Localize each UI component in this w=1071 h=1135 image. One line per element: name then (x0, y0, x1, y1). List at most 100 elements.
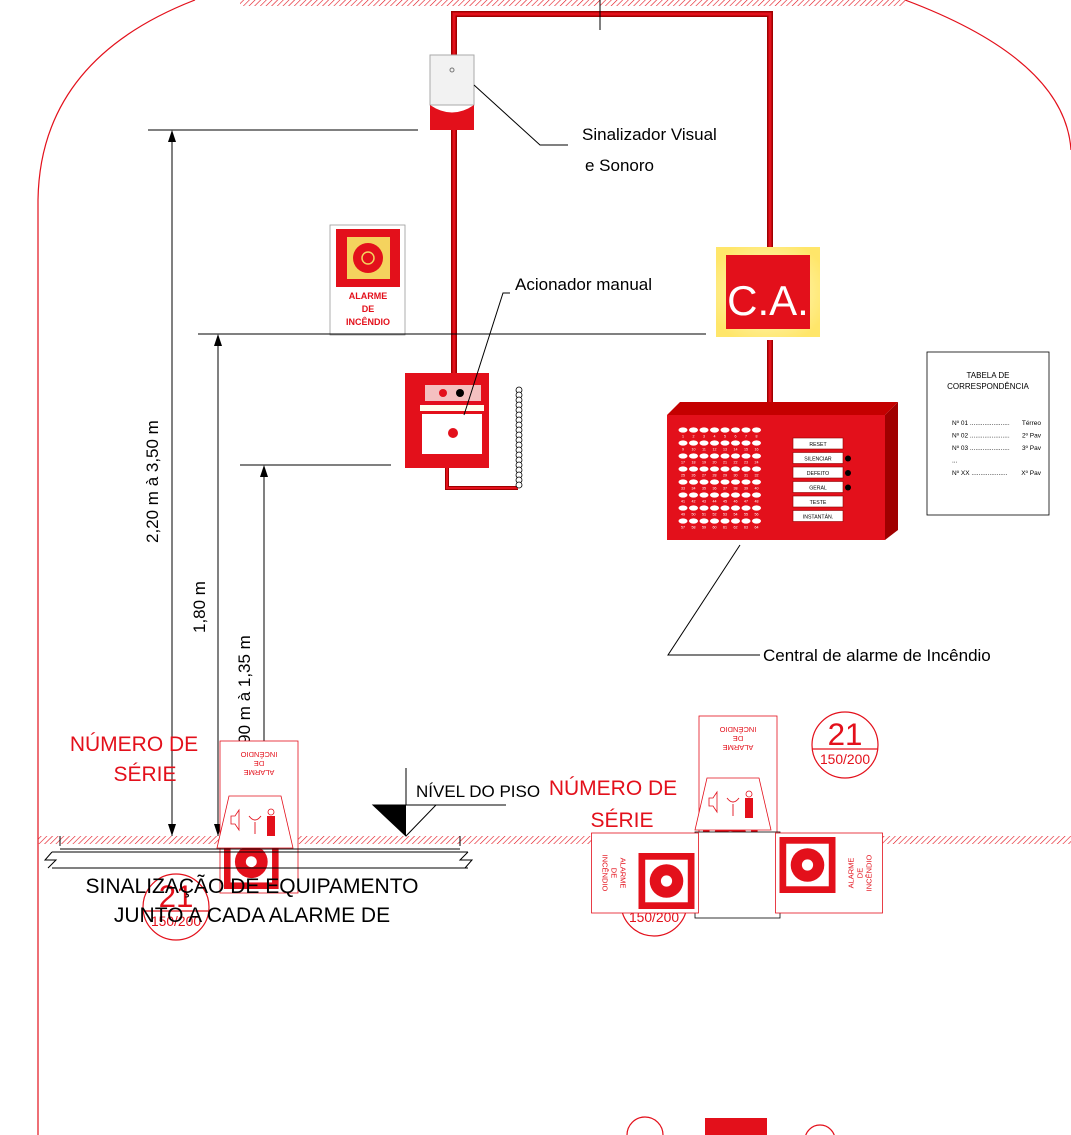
panel-led-number: 51 (702, 513, 706, 517)
panel-led (689, 427, 698, 433)
panel-led-number: 38 (734, 487, 738, 491)
dim-short-label: 0,90 m à 1,35 m (235, 635, 254, 758)
correspondence-table: TABELA DE CORRESPONDÊNCIA Nº 01 ........… (926, 351, 1050, 516)
manual-trigger (405, 373, 518, 490)
panel-button-label: GERAL (809, 486, 827, 492)
panel-button (792, 510, 844, 522)
panel-led-number: 34 (692, 487, 696, 491)
panel-led (710, 492, 719, 498)
alarm-plate-text: ALARME (244, 768, 275, 777)
speaker-icon (230, 808, 240, 832)
alarm-plate-text: DE (254, 759, 264, 768)
dim-tall-label: 2,20 m à 3,50 m (143, 420, 162, 543)
panel-led (720, 453, 730, 459)
panel-led-number: 48 (755, 500, 759, 504)
panel-led (699, 518, 709, 524)
alarm-plate-text: DE (856, 868, 865, 878)
trigger-coil-cord (515, 386, 523, 489)
central-label: Central de alarme de Incêndio (763, 646, 991, 665)
table-title-line1: TABELA DE (967, 371, 1010, 380)
panel-led-number: 28 (713, 474, 717, 478)
trigger-label: Acionador manual (515, 275, 652, 294)
signage-right: ALARMEDEINCÊNDIO21150/20021150/200ALARME… (549, 711, 883, 1135)
panel-button-label: RESET (809, 442, 827, 448)
panel-led-number: 30 (734, 474, 738, 478)
panel-led (699, 479, 709, 485)
panel-led-number: 21 (723, 461, 727, 465)
panel-led-number: 22 (734, 461, 738, 465)
panel-led (699, 440, 709, 446)
panel-led-number: 32 (755, 474, 759, 478)
panel-led (741, 479, 751, 485)
panel-led-number: 7 (745, 435, 747, 439)
panel-led-number: 36 (713, 487, 717, 491)
alarm-plate-text: INCÊNDIO (865, 855, 874, 892)
signal-label-line1: Sinalizador Visual (582, 125, 717, 144)
panel-led (731, 492, 740, 498)
panel-led (741, 453, 751, 459)
panel-led (731, 453, 740, 459)
panel-led-number: 25 (681, 474, 685, 478)
panel-led-number: 61 (723, 526, 727, 530)
panel-led-number: 17 (681, 461, 685, 465)
panel-led (699, 453, 709, 459)
panel-led (741, 492, 751, 498)
panel-led-number: 16 (755, 448, 759, 452)
alarm-plate-text: ALARME (847, 858, 856, 889)
alarm-plate-text: DE (610, 868, 619, 878)
panel-led (699, 492, 709, 498)
panel-led-number: 49 (681, 513, 685, 517)
panel-led-number: 1 (682, 435, 684, 439)
panel-button (792, 452, 844, 464)
panel-indicator (845, 470, 851, 476)
panel-led-number: 62 (734, 526, 738, 530)
panel-led-number: 20 (713, 461, 717, 465)
table-row-floor: Térreo (1022, 420, 1042, 427)
extinguisher-icon (267, 816, 275, 836)
room-outline (37, 0, 1071, 1135)
panel-led-number: 11 (702, 448, 706, 452)
panel-led-number: 54 (734, 513, 738, 517)
panel-led-number: 46 (734, 500, 738, 504)
series-badge-sub: 150/200 (820, 751, 870, 767)
panel-led-number: 23 (744, 461, 748, 465)
ca-sign-text: C.A. (727, 277, 809, 324)
alarm-plate-partial (705, 1118, 767, 1135)
alarm-plate-text: INCÊNDIO (241, 750, 278, 759)
panel-led (689, 440, 698, 446)
panel-led (689, 518, 698, 524)
panel-led-number: 29 (723, 474, 727, 478)
panel-led (710, 427, 719, 433)
panel-led-number: 35 (702, 487, 706, 491)
panel-led (731, 479, 740, 485)
panel-led (678, 479, 688, 485)
panel-indicator (845, 484, 851, 491)
equipment-icons (694, 777, 772, 831)
table-row-floor: 2º Pav (1022, 433, 1042, 440)
panel-led (720, 505, 730, 511)
ca-sign: C.A. (716, 247, 820, 337)
panel-led (689, 479, 698, 485)
alarm-sign-line2: DE (362, 304, 375, 314)
panel-led-number: 2 (693, 435, 695, 439)
series-badge-sub: 150/200 (151, 913, 201, 929)
panel-led (741, 518, 751, 524)
alarm-sign-line1: ALARME (349, 291, 388, 301)
dim-mid-label: 1,80 m (190, 581, 209, 633)
panel-led (699, 466, 709, 472)
panel-led-number: 33 (681, 487, 685, 491)
sensor-icon (726, 797, 740, 816)
panel-led (689, 492, 698, 498)
panel-led (731, 518, 740, 524)
floor-line (38, 836, 1071, 844)
panel-led (752, 505, 761, 511)
panel-led-number: 57 (681, 526, 685, 530)
panel-led (678, 518, 688, 524)
panel-led (731, 427, 740, 433)
panel-led-number: 58 (692, 526, 696, 530)
panel-led-number: 60 (713, 526, 717, 530)
panel-led-number: 27 (702, 474, 706, 478)
